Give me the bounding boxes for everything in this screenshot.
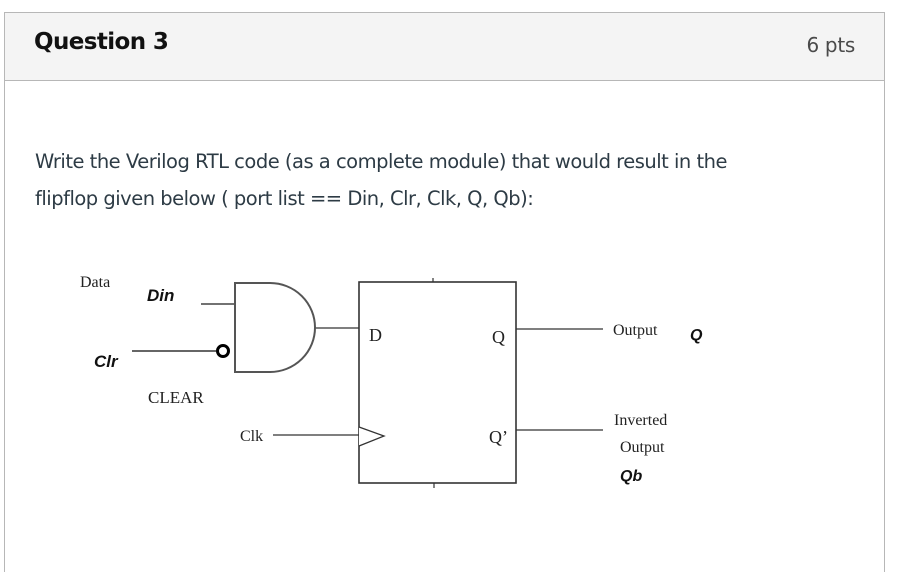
question-points: 6 pts	[806, 33, 855, 57]
clock-triangle-icon	[358, 426, 386, 447]
label-clk: Clk	[240, 428, 263, 445]
question-header: Question 3 6 pts	[5, 13, 884, 81]
inverter-bubble-icon	[216, 344, 230, 358]
label-din: Din	[147, 286, 174, 305]
dff-box	[358, 281, 517, 484]
pin-d-label: D	[369, 325, 382, 345]
and-gate-icon	[234, 282, 316, 373]
label-output: Output	[613, 322, 658, 339]
question-text-line-1: Write the Verilog RTL code (as a complet…	[35, 150, 728, 173]
pin-qbar-label: Q’	[489, 427, 508, 447]
label-inverted-output: Output	[620, 439, 665, 456]
question-title: Question 3	[34, 29, 169, 55]
label-clr: Clr	[94, 352, 119, 371]
label-clear: CLEAR	[148, 388, 204, 407]
label-output-q: Q	[690, 327, 703, 344]
question-text: Write the Verilog RTL code (as a complet…	[35, 143, 855, 217]
question-text-line-2: flipflop given below ( port list == Din,…	[35, 187, 534, 210]
pin-q-label: Q	[492, 327, 505, 347]
label-qb: Qb	[620, 468, 642, 485]
label-data: Data	[80, 274, 110, 291]
label-inverted: Inverted	[614, 412, 667, 429]
